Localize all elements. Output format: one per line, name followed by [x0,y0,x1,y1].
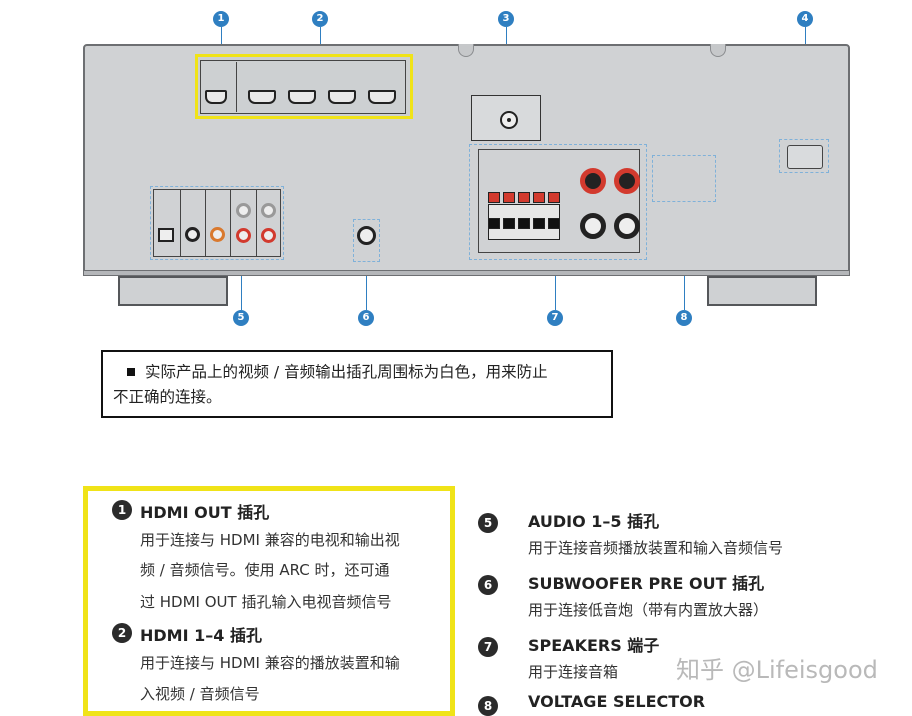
legend-item-desc: 过 HDMI OUT 插孔输入电视音频信号 [140,593,392,611]
legend-item-number: 5 [478,513,498,533]
rca-input-red [261,228,276,243]
speaker-terminal-black [503,218,515,229]
coaxial-input-orange [210,227,225,242]
callout-7: 7 [547,310,563,326]
legend-item-desc: 用于连接与 HDMI 兼容的播放装置和输 [140,654,400,672]
callout-1: 1 [213,11,229,27]
chassis-notch [710,44,726,57]
chassis-bottom-lip [83,270,850,276]
callout-5: 5 [233,310,249,326]
legend-item-number: 8 [478,696,498,716]
audio-panel-divider [230,189,231,257]
speaker-terminal-black [533,218,545,229]
speaker-terminal-black [548,218,560,229]
legend-item-number: 7 [478,637,498,657]
speaker-terminal-red [503,192,515,203]
audio-inputs-panel [153,189,281,257]
note-text-1: 实际产品上的视频 / 音频输出插孔周围标为白色，用来防止 [145,363,548,381]
speaker-terminal-red [518,192,530,203]
callout-6: 6 [358,310,374,326]
audio-panel-divider [180,189,181,257]
callout-2: 2 [312,11,328,27]
legend-item-desc: 用于连接音箱 [528,663,619,681]
speaker-terminal-red [533,192,545,203]
audio-panel-divider [256,189,257,257]
audio-panel-divider [205,189,206,257]
speaker-terminal-red [488,192,500,203]
callout-line-1 [221,27,222,57]
hdmi-out-divider [236,62,237,112]
speaker-terminal-red [548,192,560,203]
hdmi-out-port [205,90,227,104]
optical-input [158,228,174,242]
speaker-terminal-black [488,218,500,229]
right-foot [707,276,817,306]
rca-input-red [236,228,251,243]
callout-line-5 [241,257,242,310]
rca-input-white [261,203,276,218]
speakers-area [469,144,647,260]
rear-panel-diagram: 1 2 3 4 5 6 7 8 [0,0,912,340]
legend-item-title: AUDIO 1–5 插孔 [528,512,660,531]
voltage-selector-area [652,155,716,202]
legend-item-title: HDMI 1–4 插孔 [140,626,262,645]
hdmi-panel [200,60,406,114]
note-text-2: 不正确的连接。 [113,388,222,406]
speaker-terminal-black [518,218,530,229]
note-bullet-icon [127,367,135,376]
hdmi-in-port-2 [288,90,316,104]
callout-line-2 [320,27,321,54]
chassis-notch [458,44,474,57]
legend-item-title: HDMI OUT 插孔 [140,503,270,522]
legend-item-number: 1 [112,500,132,520]
rca-input-white [236,203,251,218]
front-speaker-post-black [614,213,640,239]
legend-item-number: 6 [478,575,498,595]
power-cord-outline [787,145,823,169]
legend-item-desc: 用于连接与 HDMI 兼容的电视和输出视 [140,531,400,549]
hdmi-in-port-3 [328,90,356,104]
hdmi-in-port-1 [248,90,276,104]
legend-item-desc: 用于连接低音炮（带有内置放大器） [528,601,769,619]
legend-item-number: 2 [112,623,132,643]
coaxial-input-white [185,227,200,242]
fm-antenna-jack-core [507,118,511,122]
audio-inputs-area [150,186,284,260]
callout-4: 4 [797,11,813,27]
hdmi-in-port-4 [368,90,396,104]
legend-item-desc: 用于连接音频播放装置和输入音频信号 [528,539,784,557]
legend-item-title: SPEAKERS 端子 [528,636,660,655]
power-cord-area [779,139,829,173]
callout-3: 3 [498,11,514,27]
callout-8: 8 [676,310,692,326]
callout-line-6 [366,262,367,310]
hdmi-highlight-box [195,54,413,119]
speaker-terminal-panel [478,149,640,253]
front-speaker-post-red [580,168,606,194]
legend-item-desc: 频 / 音频信号。使用 ARC 时，还可通 [140,561,390,579]
legend-item-title: VOLTAGE SELECTOR [528,692,706,711]
watermark: 知乎 @Lifeisgood [676,656,878,684]
note-box: 实际产品上的视频 / 音频输出插孔周围标为白色，用来防止 不正确的连接。 [101,350,613,418]
legend-item-desc: 入视频 / 音频信号 [140,685,260,703]
front-speaker-post-red [614,168,640,194]
front-speaker-post-black [580,213,606,239]
left-foot [118,276,228,306]
subwoofer-out-area [353,219,380,262]
note-line-1: 实际产品上的视频 / 音频输出插孔周围标为白色，用来防止 [113,360,601,385]
subwoofer-pre-out-jack [357,226,376,245]
callout-line-7 [555,260,556,310]
legend-item-title: SUBWOOFER PRE OUT 插孔 [528,574,765,593]
